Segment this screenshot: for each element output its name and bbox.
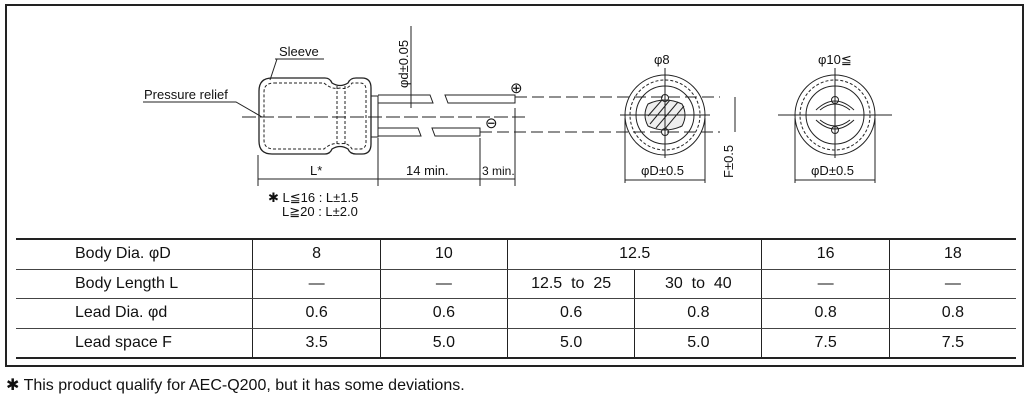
end-view-phi10 bbox=[778, 68, 892, 183]
cell: — bbox=[761, 268, 890, 299]
lead-space-tolerance: F±0.5 bbox=[721, 145, 736, 178]
tolerance-note-1: ✱ L≦16 : L±1.5 bbox=[268, 190, 358, 205]
lead-end-label: 3 min. bbox=[482, 164, 515, 178]
cell: 5.0 bbox=[634, 327, 762, 359]
cell: 0.8 bbox=[888, 298, 1016, 329]
cell: — bbox=[379, 268, 508, 299]
cell: 30 to 40 bbox=[634, 268, 762, 299]
lead-dia-tolerance: φd±0.05 bbox=[396, 40, 411, 88]
table-row: Lead Dia. φd 0.6 0.6 0.6 0.8 0.8 0.8 bbox=[16, 298, 1016, 329]
row-label: Body Length L bbox=[16, 268, 253, 299]
minus-terminal-icon: ⊖ bbox=[485, 115, 498, 132]
cell: 0.6 bbox=[506, 298, 635, 329]
cell: 12.5 bbox=[506, 238, 762, 270]
dimension-table: Body Dia. φD 8 10 12.5 16 18 Body Length… bbox=[16, 238, 1016, 359]
table-row: Lead space F 3.5 5.0 5.0 5.0 7.5 7.5 bbox=[16, 327, 1016, 359]
cell: 0.8 bbox=[634, 298, 762, 329]
end-view-phi8 bbox=[620, 68, 736, 183]
row-label: Lead space F bbox=[16, 327, 253, 359]
length-label: L* bbox=[310, 163, 322, 178]
cell: 16 bbox=[761, 238, 890, 270]
table-row: Body Length L — — 12.5 to 25 30 to 40 — … bbox=[16, 268, 1016, 299]
cell: 0.6 bbox=[252, 298, 381, 329]
cell: 5.0 bbox=[506, 327, 635, 359]
cell: 3.5 bbox=[252, 327, 381, 359]
lead-length-label: 14 min. bbox=[406, 163, 449, 178]
row-label: Lead Dia. φd bbox=[16, 298, 253, 329]
plus-terminal-icon: ⊕ bbox=[510, 80, 523, 97]
cell: 0.8 bbox=[761, 298, 890, 329]
view1-diameter-label: φD±0.5 bbox=[641, 163, 684, 178]
cell: 7.5 bbox=[761, 327, 890, 359]
cell: — bbox=[252, 268, 381, 299]
view2-title: φ10≦ bbox=[818, 52, 852, 67]
cell: 0.6 bbox=[379, 298, 508, 329]
cell: 12.5 to 25 bbox=[506, 268, 635, 299]
capacitor-side-view bbox=[143, 26, 720, 186]
row-label: Body Dia. φD bbox=[16, 238, 253, 270]
view2-diameter-label: φD±0.5 bbox=[811, 163, 854, 178]
dimension-drawing: Sleeve Pressure relief φd±0.05 ⊕ ⊖ L* 14… bbox=[143, 26, 892, 219]
footnote: ✱ This product qualify for AEC-Q200, but… bbox=[6, 377, 465, 394]
cell: 5.0 bbox=[379, 327, 508, 359]
table-row: Body Dia. φD 8 10 12.5 16 18 bbox=[16, 238, 1016, 270]
cell: — bbox=[888, 268, 1016, 299]
view1-title: φ8 bbox=[654, 52, 670, 67]
cell: 18 bbox=[888, 238, 1016, 270]
pressure-relief-label: Pressure relief bbox=[144, 87, 228, 102]
cell: 7.5 bbox=[888, 327, 1016, 359]
tolerance-note-2: L≧20 : L±2.0 bbox=[282, 204, 358, 219]
sleeve-label: Sleeve bbox=[279, 44, 319, 59]
cell: 10 bbox=[379, 238, 508, 270]
drawing-frame bbox=[5, 4, 1024, 367]
cell: 8 bbox=[252, 238, 381, 270]
